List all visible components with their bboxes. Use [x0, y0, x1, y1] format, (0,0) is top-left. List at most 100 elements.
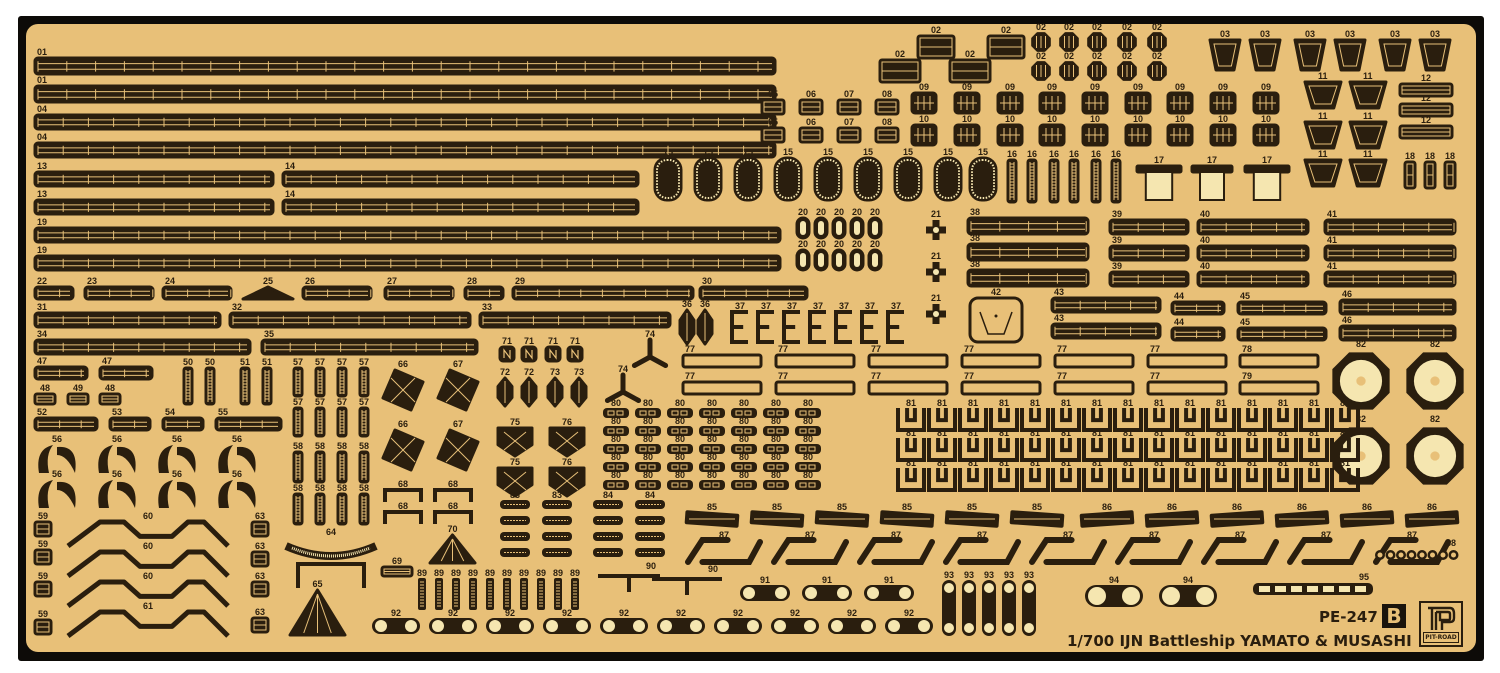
part-number-label: 68 — [448, 479, 458, 489]
part-65: 65 — [288, 579, 347, 637]
part-56: 56 — [98, 469, 136, 508]
part-29: 29 — [511, 276, 695, 301]
part-number-label: 90 — [708, 564, 718, 574]
part-17: 17 — [1190, 155, 1234, 201]
part-58: 58 — [314, 483, 326, 526]
part-number-label: 68 — [398, 479, 408, 489]
part-48: 48 — [33, 383, 57, 406]
part-59: 59 — [33, 609, 53, 636]
part-number-label: 92 — [904, 608, 914, 618]
part-number-label: 15 — [863, 147, 873, 157]
part-11: 11 — [1303, 149, 1343, 188]
part-81: 81 — [1113, 458, 1143, 492]
part-16: 16 — [1068, 149, 1080, 204]
part-32: 32 — [228, 302, 472, 329]
part-number-label: 16 — [1027, 149, 1037, 159]
part-37: 37 — [730, 301, 748, 344]
part-02: 02 — [878, 49, 922, 84]
part-number-label: 87 — [805, 530, 815, 540]
part-06: 06 — [798, 89, 824, 116]
part-89: 89 — [468, 568, 478, 610]
part-number-label: 10 — [1047, 114, 1057, 124]
part-93: 93 — [982, 570, 996, 636]
part-number-label: 80 — [803, 398, 813, 408]
part-90: 90 — [652, 564, 722, 595]
part-number-label: 80 — [771, 452, 781, 462]
part-86: 86 — [1274, 502, 1330, 528]
part-84: 84 — [635, 490, 665, 509]
part-number-label: 39 — [1112, 235, 1122, 245]
part-13: 13 — [33, 161, 275, 188]
part-number-label: 92 — [790, 608, 800, 618]
part-81: 81 — [1113, 428, 1143, 462]
part-57: 57 — [292, 397, 304, 438]
part-84 — [635, 532, 665, 541]
part-81: 81 — [927, 458, 957, 492]
part-77: 77 — [774, 371, 856, 396]
part-number-label: 02 — [1122, 51, 1132, 61]
part-10: 10 — [1166, 114, 1194, 147]
part-number-label: 47 — [37, 356, 47, 366]
part-number-label: 71 — [502, 336, 512, 346]
part-number-label: 87 — [1321, 530, 1331, 540]
part-number-label: 80 — [707, 416, 717, 426]
part-03: 03 — [1418, 29, 1452, 72]
kit-title: 1/700 IJN Battleship YAMATO & MUSASHI — [1067, 632, 1412, 650]
part-83: 83 — [500, 490, 530, 509]
part-84 — [593, 548, 623, 557]
part-number-label: 92 — [448, 608, 458, 618]
part-77: 77 — [867, 371, 949, 396]
part-83 — [542, 548, 572, 557]
part-21: 21 — [926, 251, 946, 282]
part-66: 66 — [381, 419, 425, 472]
part-94: 94 — [1159, 575, 1217, 607]
part-82: 82 — [1406, 339, 1464, 410]
part-number-label: 13 — [37, 161, 47, 171]
part-number-label: 81 — [968, 398, 978, 408]
part-20: 20 — [813, 207, 829, 240]
part-number-label: 02 — [895, 49, 905, 59]
part-15: 15 — [653, 147, 683, 202]
part-74: 74 — [631, 329, 669, 368]
part-number-label: 14 — [285, 189, 295, 199]
part-48: 48 — [98, 383, 122, 406]
part-93: 93 — [962, 570, 976, 636]
part-number-label: 90 — [646, 561, 656, 571]
part-number-label: 21 — [931, 251, 941, 261]
part-56: 56 — [38, 434, 76, 473]
part-number-label: 92 — [676, 608, 686, 618]
part-12: 12 — [1398, 73, 1454, 98]
part-number-label: 89 — [570, 568, 580, 578]
part-number-label: 10 — [1133, 114, 1143, 124]
part-67: 67 — [436, 419, 480, 472]
part-number-label: 77 — [685, 371, 695, 381]
part-68: 68 — [383, 501, 423, 524]
part-59: 59 — [33, 539, 53, 566]
part-number-label: 92 — [619, 608, 629, 618]
part-number-label: 92 — [562, 608, 572, 618]
part-number-label: 57 — [359, 397, 369, 407]
part-20: 20 — [795, 239, 811, 272]
part-57: 57 — [314, 397, 326, 438]
part-11: 11 — [1348, 149, 1388, 188]
part-13: 13 — [33, 189, 275, 216]
part-number-label: 09 — [1090, 82, 1100, 92]
part-number-label: 02 — [1036, 51, 1046, 61]
part-10: 10 — [1124, 114, 1152, 147]
part-number-label: 80 — [771, 434, 781, 444]
part-number-label: 03 — [1305, 29, 1315, 39]
part-09: 09 — [1166, 82, 1194, 115]
part-42: 42 — [968, 287, 1024, 344]
part-number-label: 81 — [937, 458, 947, 468]
part-81: 81 — [1175, 458, 1205, 492]
part-number-label: 63 — [255, 541, 265, 551]
part-93: 93 — [1022, 570, 1036, 636]
part-56: 56 — [38, 469, 76, 508]
part-59: 59 — [33, 511, 53, 538]
brand-name: PIT-ROAD — [1423, 632, 1459, 643]
part-91: 91 — [740, 575, 790, 601]
part-number-label: 81 — [1216, 428, 1226, 438]
part-number-label: 11 — [1363, 71, 1373, 81]
part-number-label: 77 — [964, 371, 974, 381]
part-number-label: 41 — [1327, 209, 1337, 219]
